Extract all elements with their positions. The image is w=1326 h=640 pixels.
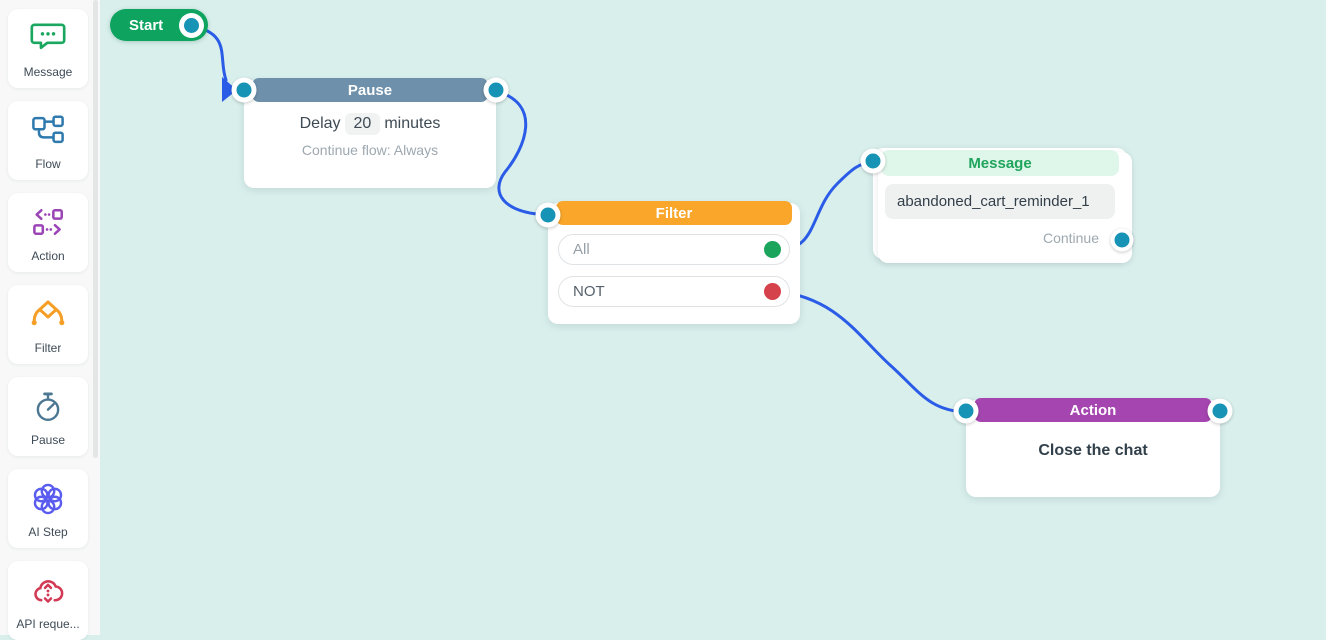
- palette-label: AI Step: [28, 525, 68, 539]
- pause-input-port[interactable]: [231, 77, 257, 103]
- start-node[interactable]: Start: [110, 9, 208, 41]
- message-template-name[interactable]: abandoned_cart_reminder_1: [885, 184, 1115, 219]
- delay-value[interactable]: 20: [344, 113, 381, 135]
- palette-label: Flow: [35, 157, 61, 171]
- filter-condition-not[interactable]: NOT: [558, 276, 790, 307]
- filter-node[interactable]: Filter All NOT: [535, 201, 800, 324]
- pause-continue-flow-text: Continue flow: Always: [301, 142, 439, 158]
- palette-item-api-request[interactable]: API reque...: [8, 561, 88, 640]
- pause-icon: [36, 392, 60, 421]
- sidebar-scrollbar[interactable]: [93, 0, 98, 458]
- message-node-header: Message: [881, 150, 1119, 176]
- filter-node-header: Filter: [556, 201, 792, 225]
- wire-pause-to-filter: [494, 89, 550, 217]
- delay-label: Delay: [299, 115, 341, 132]
- action-node-header: Action: [974, 398, 1212, 422]
- wire-filter-not-to-action: [774, 289, 968, 414]
- filter-input-port[interactable]: [535, 202, 561, 228]
- palette-label: Message: [23, 65, 73, 79]
- message-icon: [30, 23, 66, 50]
- palette-label: Filter: [34, 341, 62, 355]
- action-output-port[interactable]: [1207, 398, 1233, 424]
- palette-item-ai-step[interactable]: AI Step: [8, 469, 88, 548]
- ai-step-icon: [33, 483, 63, 515]
- action-input-port[interactable]: [953, 398, 979, 424]
- filter-not-output-port[interactable]: [764, 283, 781, 300]
- start-node-label: Start: [129, 16, 164, 34]
- filter-condition-label: NOT: [573, 283, 605, 300]
- action-description: Close the chat: [1038, 442, 1148, 459]
- filter-icon: [31, 300, 65, 326]
- message-node[interactable]: Message abandoned_cart_reminder_1 Contin…: [860, 148, 1134, 263]
- filter-condition-all[interactable]: All: [558, 234, 790, 265]
- filter-condition-label: All: [573, 241, 590, 258]
- api-request-icon: [34, 580, 64, 603]
- pause-node-header: Pause: [252, 78, 488, 102]
- action-icon: [33, 209, 64, 236]
- palette-label: Pause: [30, 433, 66, 447]
- palette-label: API reque...: [16, 617, 80, 631]
- message-input-port[interactable]: [860, 148, 886, 174]
- palette-item-action[interactable]: Action: [8, 193, 88, 272]
- node-palette-sidebar: Message Flow Action Filter: [0, 0, 100, 640]
- filter-all-output-port[interactable]: [764, 241, 781, 258]
- action-node[interactable]: Action Close the chat: [953, 398, 1233, 497]
- palette-item-flow[interactable]: Flow: [8, 101, 88, 180]
- delay-unit: minutes: [384, 115, 441, 132]
- flow-icon: [32, 115, 64, 144]
- pause-output-port[interactable]: [483, 77, 509, 103]
- palette-label: Action: [31, 249, 65, 263]
- message-continue-label: Continue: [1042, 230, 1099, 246]
- start-output-port[interactable]: [179, 12, 204, 38]
- palette-item-filter[interactable]: Filter: [8, 285, 88, 364]
- palette-item-pause[interactable]: Pause: [8, 377, 88, 456]
- message-continue-output-port[interactable]: [1110, 228, 1134, 252]
- palette-item-message[interactable]: Message: [8, 9, 88, 88]
